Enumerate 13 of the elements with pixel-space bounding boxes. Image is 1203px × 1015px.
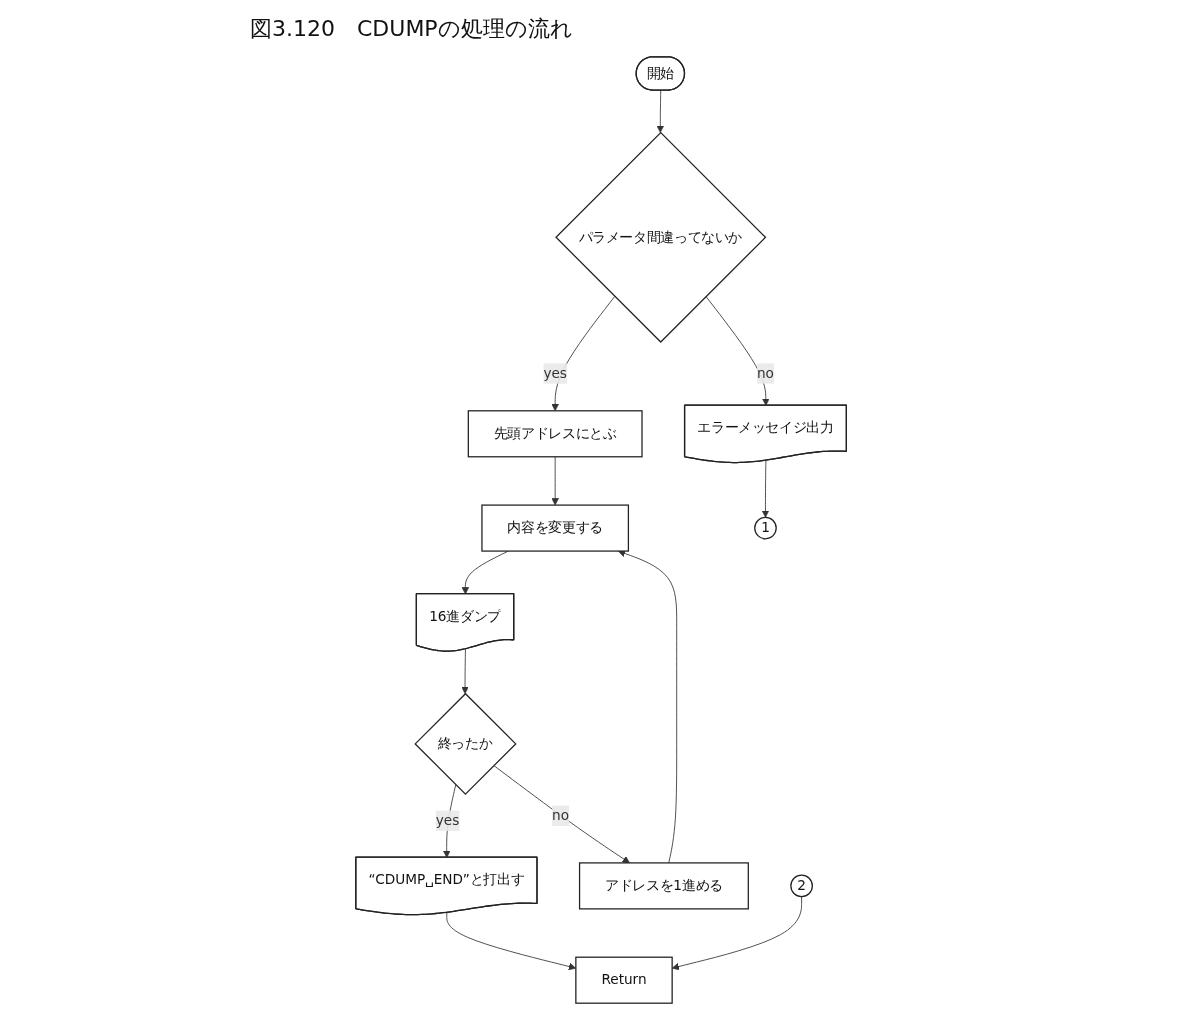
figure-title: 図3.120 CDUMPの処理の流れ <box>250 15 573 43</box>
node-diamond: パラメータ間違ってないか <box>555 131 767 343</box>
node-diamond: 終ったか <box>414 692 517 796</box>
edge-label: no <box>757 365 775 382</box>
node-box: Return <box>575 956 674 1004</box>
node-box: アドレスを1進める <box>579 862 750 910</box>
node-box: 内容を変更する <box>481 504 630 552</box>
edge-label: no <box>552 807 570 824</box>
edge-label: yes <box>543 365 568 382</box>
node-circle: 2 <box>790 874 814 898</box>
edge-label: yes <box>436 812 460 829</box>
node-box: 先頭アドレスにとぶ <box>468 410 644 458</box>
node-circle: 1 <box>754 516 778 540</box>
